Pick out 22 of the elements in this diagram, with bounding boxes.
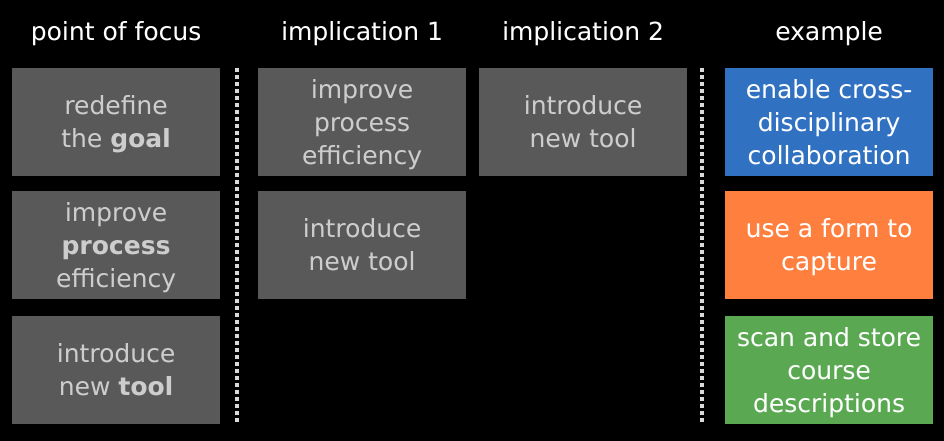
card-text: improve process efficiency bbox=[300, 74, 423, 172]
card-text: improve process efficiency bbox=[54, 196, 177, 294]
column-header: point of focus bbox=[30, 16, 202, 48]
card-text: introduce new tool bbox=[302, 213, 422, 278]
text-card bbox=[725, 316, 933, 424]
text-card bbox=[479, 68, 687, 176]
text-card bbox=[258, 68, 466, 176]
text-card bbox=[258, 191, 466, 299]
text-card bbox=[12, 316, 220, 424]
column-header: implication 2 bbox=[502, 16, 664, 48]
card-text: introduce new tool bbox=[522, 90, 644, 155]
text-card bbox=[12, 191, 220, 299]
column-header: implication 1 bbox=[281, 16, 443, 48]
column-header: example bbox=[775, 16, 883, 48]
card-text: enable cross-disciplinary collaboration bbox=[744, 74, 914, 172]
card-text: redefine the goal bbox=[60, 90, 172, 155]
text-card bbox=[725, 68, 933, 176]
card-text: introduce new tool bbox=[56, 338, 176, 403]
text-card bbox=[725, 191, 933, 299]
card-text: scan and store course descriptions bbox=[736, 322, 922, 420]
card-text: use a form to capture bbox=[744, 213, 914, 278]
text-card bbox=[12, 68, 220, 176]
